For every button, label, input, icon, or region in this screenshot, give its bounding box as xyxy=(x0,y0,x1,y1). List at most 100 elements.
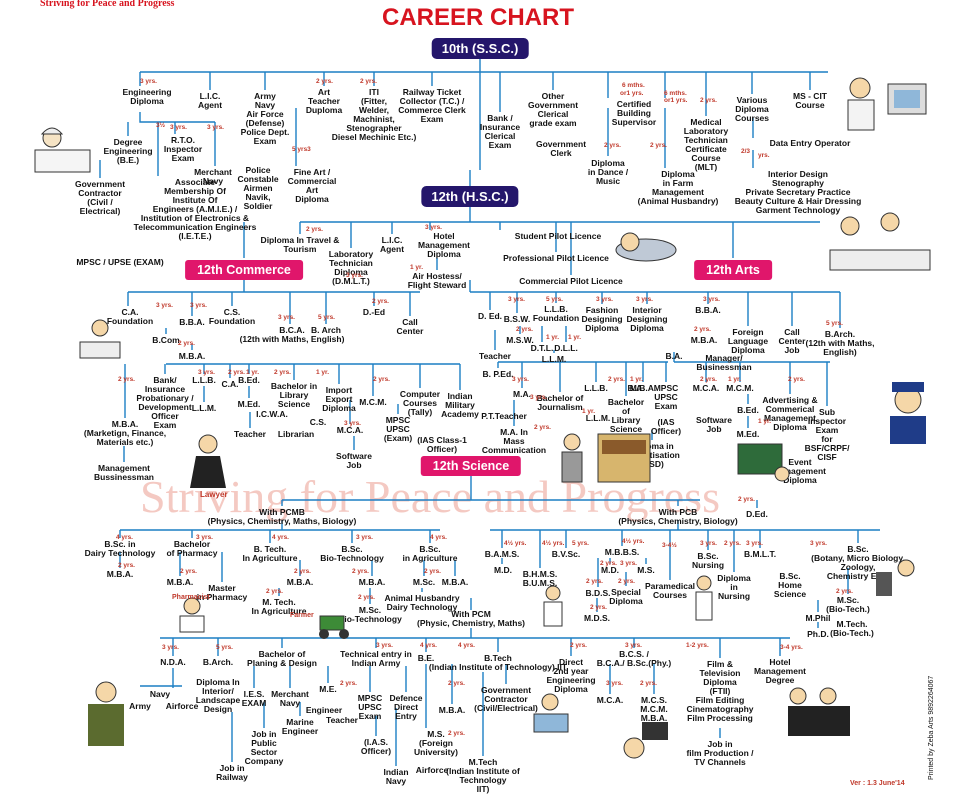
career-node: Airforce xyxy=(415,765,449,775)
duration-label: 4½ yrs. xyxy=(504,540,527,547)
duration-label: 2 yrs. xyxy=(516,326,533,333)
duration-label: 2 yrs. xyxy=(424,568,441,575)
duration-label: 3 yrs. xyxy=(746,540,763,547)
duration-label: 3 yrs. xyxy=(636,296,653,303)
duration-label: 2 yrs. xyxy=(724,540,741,547)
duration-label: 1 yr. xyxy=(246,369,260,376)
career-node: With PCMB(Physics, Chemistry, Maths, Bio… xyxy=(207,507,357,526)
duration-label: 3 yrs. xyxy=(140,78,157,85)
lawyer-label: Lawyer xyxy=(200,490,228,499)
duration-label: 3 yrs. xyxy=(346,272,363,279)
duration-label: 1 yr. xyxy=(728,376,742,383)
career-node: Teacher xyxy=(479,351,511,361)
singer-illustration xyxy=(561,433,583,483)
career-node: C.S. xyxy=(309,417,327,427)
duration-label: 2 yrs. xyxy=(294,568,311,575)
teacher-illustration xyxy=(737,443,790,482)
career-node: M.Ed. xyxy=(736,429,760,439)
duration-label: 2 yrs. xyxy=(586,578,603,585)
duration-label: 2 yrs. xyxy=(640,680,657,687)
career-node: M.C.A. xyxy=(596,695,624,705)
duration-label: 1 yr. xyxy=(316,369,330,376)
career-node: M.C.M. xyxy=(359,397,387,407)
duration-label: 3 yrs. xyxy=(620,560,637,567)
duration-label: 3½ xyxy=(156,122,166,129)
film-camera-illustration xyxy=(623,722,668,759)
career-node: Librarian xyxy=(277,429,315,439)
printer-credit: Printed by Zeba Arts 9892264067 xyxy=(928,675,935,780)
duration-label: 2 yrs. xyxy=(316,78,333,85)
career-node: B.C.A.(12th with Maths, English) xyxy=(239,325,345,344)
career-node: Commercial Pilot Licence xyxy=(519,276,623,286)
career-node: B.H.M.S.B.U.M.S. xyxy=(522,569,558,588)
duration-label: 3 yrs. xyxy=(596,296,613,303)
career-node: Airforce xyxy=(165,701,199,711)
career-node: B.B.A. xyxy=(179,317,205,327)
duration-label: 2 yrs. xyxy=(836,588,853,595)
duration-label: 3 yrs. xyxy=(700,540,717,547)
scientist-illustration xyxy=(876,559,915,596)
career-node: M.D. xyxy=(601,565,619,575)
duration-label: 3 yrs. xyxy=(512,376,529,383)
career-node: D.T.L. xyxy=(530,343,554,353)
career-node: M.D.S. xyxy=(584,613,610,623)
pilot-plane-illustration xyxy=(615,232,677,262)
career-node: M.C.A. xyxy=(692,383,720,393)
career-node: M.A. xyxy=(513,389,531,399)
career-node: B.Sc.in Agriculture xyxy=(402,544,458,563)
career-node: L.L.B. xyxy=(584,383,608,393)
duration-label: 1 yr. xyxy=(568,334,582,341)
duration-label: 4 yrs. xyxy=(430,534,447,541)
stream-box: 12th Arts xyxy=(694,260,772,280)
career-node: M.Sc.Bio-Technology xyxy=(338,605,402,624)
career-node: M.D. xyxy=(494,565,512,575)
career-node: N.D.A. xyxy=(160,657,186,667)
duration-label: 3 yrs. xyxy=(196,534,213,541)
career-node: Student Pilot Licence xyxy=(514,231,602,241)
duration-label: 3-4 yrs. xyxy=(780,644,803,651)
career-node: M.Sc.(Bio-Tech.) xyxy=(826,595,870,614)
duration-label: yrs. xyxy=(758,152,770,159)
duration-label: 2 yrs. xyxy=(604,142,621,149)
career-node: B.M.L.T. xyxy=(743,549,777,559)
career-node: M.B.A. xyxy=(358,577,386,587)
duration-label: 5 yrs. xyxy=(318,314,335,321)
career-node: B.V.Sc. xyxy=(551,549,581,559)
career-node: D.L.L. xyxy=(554,343,578,353)
career-node: Professional Pilot Licence xyxy=(503,253,609,263)
duration-label: 3 yrs. xyxy=(703,296,720,303)
duration-label: 3 yrs. xyxy=(606,680,623,687)
career-node: I.C.W.A. xyxy=(256,409,288,419)
career-node: B.Com xyxy=(152,335,180,345)
career-node: M.B.A. xyxy=(166,577,194,587)
page-title: CAREER CHART xyxy=(382,4,574,31)
career-node: M. Tech.In Agriculture xyxy=(251,597,307,616)
duration-label: 4½ yrs. xyxy=(622,538,645,545)
career-node: L.I.C.Agent xyxy=(197,91,223,110)
career-node: B.Arch.(12th with Maths,English) xyxy=(805,329,875,357)
stream-box: 12th Science xyxy=(420,456,522,476)
duration-label: 3 yrs. xyxy=(190,302,207,309)
